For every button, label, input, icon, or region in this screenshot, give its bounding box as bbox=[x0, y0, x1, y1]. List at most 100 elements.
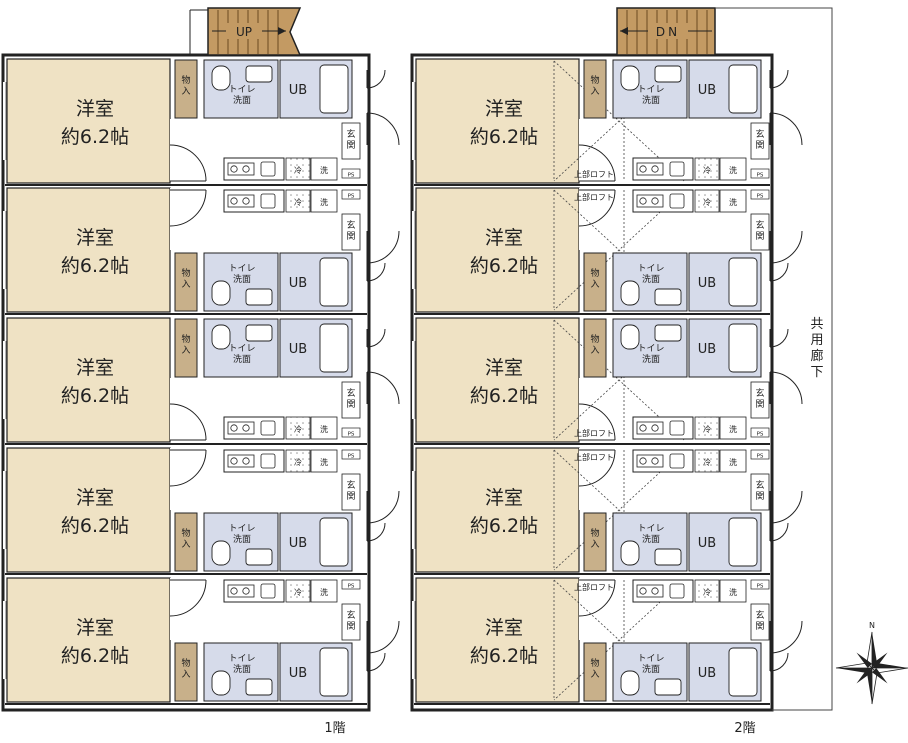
room-size: 約6.2帖 bbox=[61, 126, 129, 148]
entrance bbox=[341, 603, 361, 641]
washer-space bbox=[719, 157, 747, 181]
entrance bbox=[750, 603, 770, 641]
bath-window-swing bbox=[366, 652, 386, 672]
bath-label: UB bbox=[698, 83, 716, 98]
stove bbox=[227, 194, 255, 208]
bathtub bbox=[319, 517, 349, 567]
pipe-space bbox=[341, 579, 361, 590]
fridge-label: 冷 bbox=[703, 197, 711, 207]
room-size: 約6.2帖 bbox=[61, 255, 129, 277]
fridge-space bbox=[285, 416, 311, 440]
washer-label: 洗 bbox=[320, 424, 328, 434]
toilet-fixture bbox=[620, 280, 640, 306]
stove bbox=[227, 454, 255, 468]
compass-north-label: N bbox=[869, 621, 875, 630]
washer-space bbox=[719, 449, 747, 473]
storage-label: 物入 bbox=[590, 333, 599, 356]
toilet-label: トイレ洗面 bbox=[637, 85, 664, 106]
loft-label: 上部ロフト bbox=[574, 452, 614, 462]
room-door bbox=[169, 189, 207, 227]
room-door bbox=[578, 144, 616, 182]
room-size: 約6.2帖 bbox=[470, 126, 538, 148]
pipe-space-label: PS bbox=[348, 194, 355, 200]
fridge-space bbox=[694, 449, 720, 473]
storage-label: 物入 bbox=[181, 333, 190, 356]
toilet-fixture bbox=[211, 540, 231, 566]
kitchen-sink bbox=[260, 420, 276, 436]
toilet-label: トイレ洗面 bbox=[228, 344, 255, 365]
storage-label: 物入 bbox=[590, 74, 599, 97]
western-room bbox=[6, 58, 171, 184]
wash-basin bbox=[245, 548, 273, 566]
pipe-space bbox=[750, 189, 770, 200]
room-size: 約6.2帖 bbox=[61, 645, 129, 667]
room-door bbox=[578, 449, 616, 487]
bathtub bbox=[319, 647, 349, 697]
bathtub bbox=[728, 323, 758, 373]
floor2-staircase: DN bbox=[616, 7, 716, 56]
toilet-label: トイレ洗面 bbox=[228, 85, 255, 106]
bath-window-swing bbox=[769, 69, 789, 89]
washer-space bbox=[310, 157, 338, 181]
fridge-label: 冷 bbox=[703, 587, 711, 597]
stove bbox=[227, 421, 255, 435]
fridge-label: 冷 bbox=[294, 165, 302, 175]
entrance-label: 玄関 bbox=[755, 479, 764, 502]
bathtub bbox=[319, 64, 349, 114]
fridge-label: 冷 bbox=[294, 587, 302, 597]
storage-closet bbox=[174, 59, 198, 119]
kitchen-sink bbox=[260, 161, 276, 177]
entrance-door bbox=[769, 112, 803, 146]
kitchen-sink bbox=[669, 193, 685, 209]
washer-space bbox=[310, 449, 338, 473]
kitchen-sink bbox=[669, 453, 685, 469]
bath-window-swing bbox=[769, 328, 789, 348]
room-door bbox=[169, 579, 207, 617]
toilet-label: トイレ洗面 bbox=[637, 344, 664, 365]
pipe-space-label: PS bbox=[757, 194, 764, 200]
pipe-space-label: PS bbox=[757, 584, 764, 590]
entrance-label: 玄関 bbox=[755, 609, 764, 632]
floor2-units: 洋室約6.2帖上部ロフト物入トイレ洗面UB冷洗玄関PS洋室約6.2帖上部ロフト物… bbox=[412, 58, 803, 705]
room-size: 約6.2帖 bbox=[470, 515, 538, 537]
entrance-door bbox=[769, 620, 803, 654]
storage-label: 物入 bbox=[181, 657, 190, 680]
pipe-space bbox=[341, 189, 361, 200]
room-name: 洋室 bbox=[485, 617, 523, 639]
bath-window-swing bbox=[769, 652, 789, 672]
bathtub bbox=[728, 64, 758, 114]
western-room bbox=[415, 187, 580, 313]
pipe-space bbox=[750, 579, 770, 590]
toilet-fixture bbox=[211, 324, 231, 350]
stove bbox=[636, 454, 664, 468]
entrance-door bbox=[366, 620, 400, 654]
stove bbox=[636, 584, 664, 598]
floor2-label: 2階 bbox=[734, 721, 755, 736]
entrance-label: 玄関 bbox=[755, 219, 764, 242]
storage-closet bbox=[583, 642, 607, 702]
entrance bbox=[750, 381, 770, 419]
kitchen-sink bbox=[669, 161, 685, 177]
wash-basin bbox=[245, 324, 273, 342]
fridge-label: 冷 bbox=[703, 424, 711, 434]
washer-label: 洗 bbox=[729, 587, 737, 597]
room-door bbox=[169, 403, 207, 441]
wash-basin bbox=[245, 65, 273, 83]
bath-label: UB bbox=[698, 342, 716, 357]
fridge-space bbox=[694, 579, 720, 603]
toilet-label: トイレ洗面 bbox=[637, 654, 664, 675]
unit-floor2-3: 洋室約6.2帖上部ロフト物入トイレ洗面UB冷洗玄関PS bbox=[412, 317, 803, 445]
storage-label: 物入 bbox=[590, 527, 599, 550]
room-door bbox=[169, 144, 207, 182]
storage-closet bbox=[583, 59, 607, 119]
bath-window-swing bbox=[366, 522, 386, 542]
unit-floor1-1: 洋室約6.2帖物入トイレ洗面UB冷洗玄関PS bbox=[3, 58, 400, 186]
bathtub bbox=[319, 323, 349, 373]
room-door bbox=[169, 449, 207, 487]
